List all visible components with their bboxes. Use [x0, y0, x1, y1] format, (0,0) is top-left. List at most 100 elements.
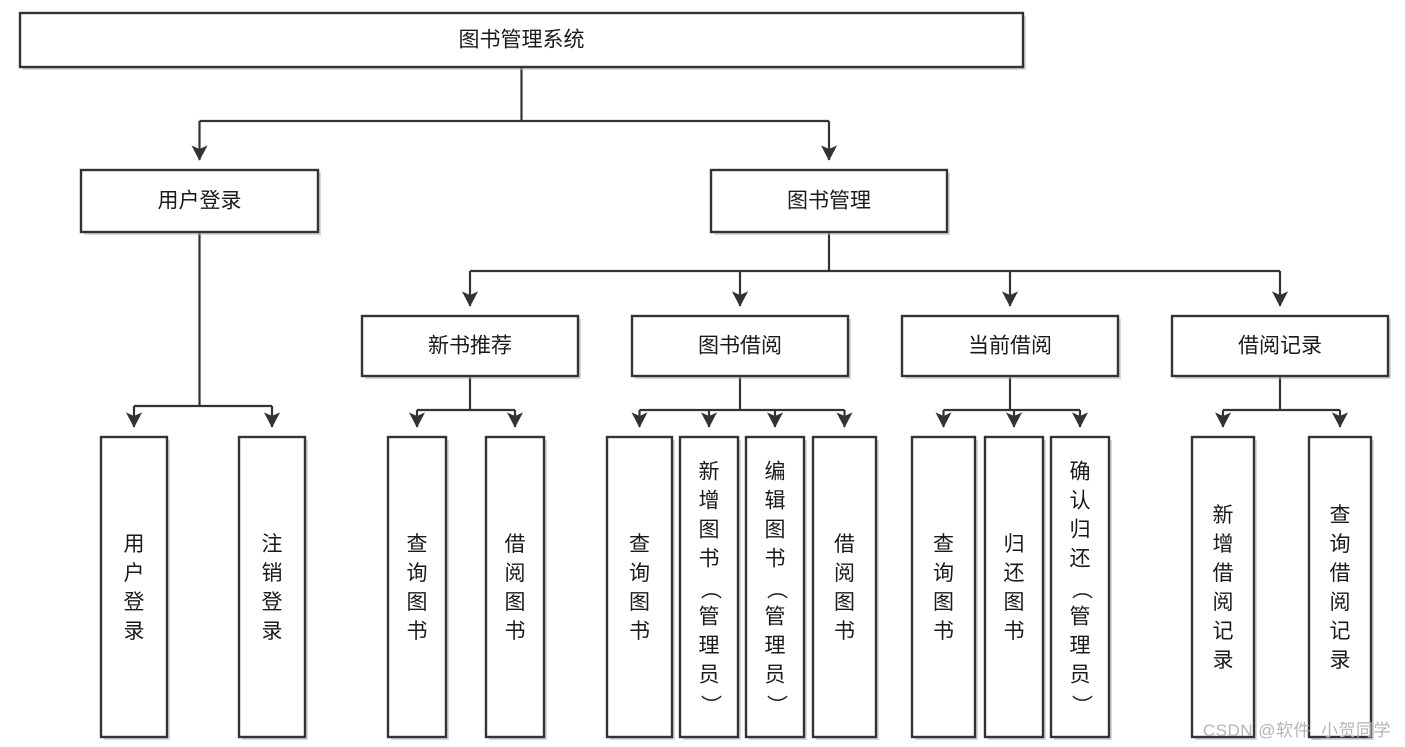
svg-text:阅: 阅 — [1330, 591, 1351, 614]
svg-text:图: 图 — [933, 591, 954, 614]
svg-text:查: 查 — [407, 533, 428, 556]
svg-text:录: 录 — [1213, 649, 1234, 672]
svg-text:记: 记 — [1213, 620, 1234, 643]
node-user-login[interactable] — [79, 168, 320, 234]
svg-text:借: 借 — [834, 533, 855, 556]
svg-text:录: 录 — [124, 620, 145, 643]
svg-text:用: 用 — [124, 533, 145, 556]
svg-text:书: 书 — [407, 620, 428, 643]
svg-text:（: （ — [1069, 579, 1092, 600]
label-layer: 图书管理系统用户登录图书管理新书推荐图书借阅当前借阅借阅记录用户登录注销登录查询… — [124, 29, 1351, 716]
svg-text:（: （ — [764, 579, 787, 600]
leaf-query-record[interactable] — [1307, 435, 1373, 739]
svg-text:管: 管 — [765, 606, 786, 629]
leaf-user-login-label: 用户登录 — [124, 533, 145, 643]
node-book-borrow[interactable] — [630, 314, 850, 378]
svg-text:询: 询 — [1330, 533, 1351, 556]
svg-text:编: 编 — [765, 461, 786, 484]
svg-text:书: 书 — [505, 620, 526, 643]
svg-text:还: 还 — [1070, 548, 1091, 571]
svg-text:查: 查 — [933, 533, 954, 556]
node-root[interactable] — [18, 11, 1025, 69]
node-root-label: 图书管理系统 — [459, 29, 585, 52]
svg-text:归: 归 — [1004, 533, 1025, 556]
node-new-book-recommend[interactable] — [360, 314, 580, 378]
svg-text:理: 理 — [765, 635, 786, 658]
svg-text:图: 图 — [834, 591, 855, 614]
svg-text:查: 查 — [629, 533, 650, 556]
leaf-query-book-rec[interactable] — [386, 435, 448, 739]
svg-text:借: 借 — [1330, 562, 1351, 585]
svg-text:）: ） — [698, 695, 721, 716]
svg-text:阅: 阅 — [505, 562, 526, 585]
svg-text:查: 查 — [1330, 504, 1351, 527]
svg-text:还: 还 — [1004, 562, 1025, 585]
svg-text:询: 询 — [629, 562, 650, 585]
svg-text:新: 新 — [1213, 504, 1234, 527]
svg-text:阅: 阅 — [1213, 591, 1234, 614]
svg-text:员: 员 — [699, 664, 720, 687]
svg-text:借: 借 — [505, 533, 526, 556]
svg-text:书: 书 — [933, 620, 954, 643]
svg-text:登: 登 — [124, 591, 145, 614]
svg-text:借: 借 — [1213, 562, 1234, 585]
node-book-manage-label: 图书管理 — [787, 190, 871, 213]
svg-text:图: 图 — [407, 591, 428, 614]
node-current-borrow[interactable] — [900, 314, 1120, 378]
svg-text:图: 图 — [699, 519, 720, 542]
svg-text:归: 归 — [1070, 519, 1091, 542]
node-book-manage[interactable] — [709, 168, 949, 234]
leaf-query-book-br[interactable] — [605, 435, 674, 739]
svg-text:（: （ — [698, 579, 721, 600]
leaf-return-book[interactable] — [983, 435, 1045, 739]
leaf-edit-book[interactable] — [744, 435, 806, 739]
leaf-borrow-book-rec[interactable] — [484, 435, 546, 739]
leaf-query-book-cb[interactable] — [910, 435, 977, 739]
leaf-confirm-return[interactable] — [1049, 435, 1111, 739]
svg-text:图: 图 — [629, 591, 650, 614]
svg-text:辑: 辑 — [765, 490, 786, 513]
svg-text:询: 询 — [933, 562, 954, 585]
svg-text:员: 员 — [1070, 664, 1091, 687]
svg-text:录: 录 — [1330, 649, 1351, 672]
svg-text:）: ） — [764, 695, 787, 716]
svg-text:图: 图 — [505, 591, 526, 614]
svg-text:书: 书 — [1004, 620, 1025, 643]
leaf-borrow-book-br[interactable] — [811, 435, 878, 739]
svg-text:书: 书 — [834, 620, 855, 643]
svg-text:登: 登 — [262, 591, 283, 614]
svg-text:增: 增 — [1213, 533, 1234, 556]
svg-text:阅: 阅 — [834, 562, 855, 585]
svg-text:注: 注 — [262, 533, 283, 556]
svg-text:记: 记 — [1330, 620, 1351, 643]
leaf-user-logout[interactable] — [237, 435, 307, 739]
svg-text:录: 录 — [262, 620, 283, 643]
edge-layer — [125, 67, 1349, 428]
svg-text:确: 确 — [1070, 461, 1091, 484]
node-user-login-label: 用户登录 — [158, 190, 242, 213]
svg-text:图: 图 — [1004, 591, 1025, 614]
svg-text:询: 询 — [407, 562, 428, 585]
leaf-add-book[interactable] — [678, 435, 740, 739]
leaf-add-record[interactable] — [1190, 435, 1256, 739]
node-layer — [18, 11, 1391, 740]
svg-text:书: 书 — [699, 548, 720, 571]
svg-text:图: 图 — [765, 519, 786, 542]
node-borrow-record[interactable] — [1170, 314, 1390, 378]
leaf-user-login[interactable] — [99, 435, 169, 739]
node-new-book-recommend-label: 新书推荐 — [428, 335, 512, 358]
svg-text:理: 理 — [1070, 635, 1091, 658]
svg-text:）: ） — [1069, 695, 1092, 716]
